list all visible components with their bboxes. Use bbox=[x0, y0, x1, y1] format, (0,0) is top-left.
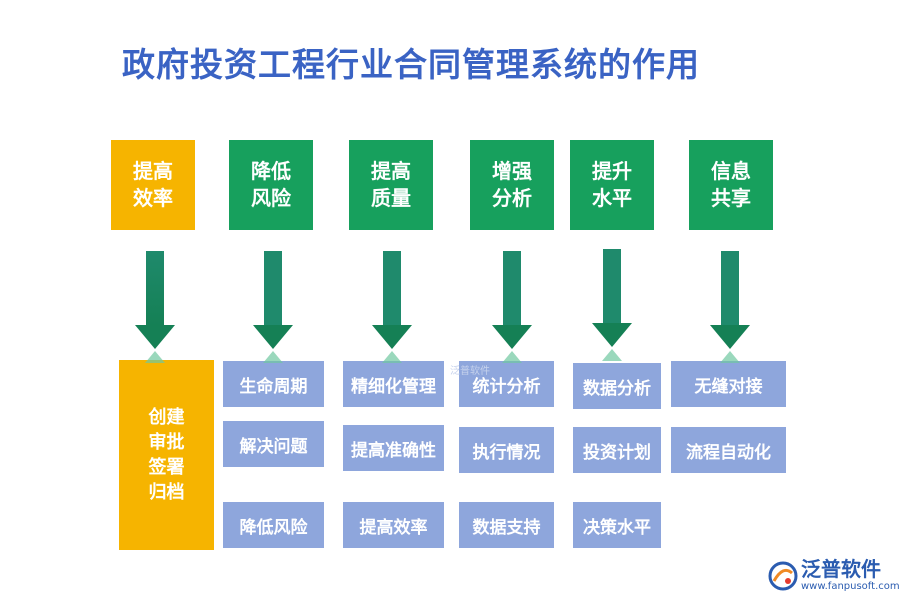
process-step: 创建 bbox=[148, 407, 185, 428]
logo-icon bbox=[768, 561, 798, 591]
diagram-title: 政府投资工程行业合同管理系统的作用 bbox=[122, 45, 700, 84]
process-step: 审批 bbox=[148, 432, 185, 453]
process-step: 归档 bbox=[148, 482, 185, 503]
down-arrow-icon bbox=[253, 251, 293, 363]
down-arrow-icon bbox=[592, 249, 632, 361]
item-box: 流程自动化 bbox=[671, 427, 786, 473]
item-box: 解决问题 bbox=[223, 421, 324, 467]
item-box: 提高效率 bbox=[343, 502, 444, 548]
category-analysis: 增强 分析 bbox=[470, 140, 554, 230]
item-box: 执行情况 bbox=[459, 427, 554, 473]
item-box: 决策水平 bbox=[573, 502, 661, 548]
logo-name: 泛普软件 bbox=[801, 557, 881, 581]
category-label-line1: 增强 bbox=[492, 159, 532, 183]
item-box: 数据分析 bbox=[573, 363, 661, 409]
down-arrow-icon bbox=[710, 251, 750, 363]
category-risk: 降低 风险 bbox=[229, 140, 313, 230]
category-label-line2: 质量 bbox=[371, 186, 411, 210]
process-panel: 创建 审批 签署 归档 bbox=[119, 360, 214, 550]
item-box: 数据支持 bbox=[459, 502, 554, 548]
category-label-line2: 效率 bbox=[133, 186, 173, 210]
down-arrow-icon bbox=[372, 251, 412, 363]
category-label-line2: 风险 bbox=[251, 186, 291, 210]
category-label-line2: 水平 bbox=[592, 186, 632, 210]
item-box: 精细化管理 bbox=[343, 361, 444, 407]
category-label-line2: 分析 bbox=[492, 186, 532, 210]
watermark: 泛普软件 bbox=[450, 366, 490, 377]
category-level: 提升 水平 bbox=[570, 140, 654, 230]
item-box: 降低风险 bbox=[223, 502, 324, 548]
category-sharing: 信息 共享 bbox=[689, 140, 773, 230]
process-step: 签署 bbox=[148, 457, 185, 478]
down-arrow-icon bbox=[135, 251, 175, 363]
category-label-line2: 共享 bbox=[711, 186, 751, 210]
category-label-line1: 信息 bbox=[711, 159, 751, 183]
category-efficiency: 提高 效率 bbox=[111, 140, 195, 230]
logo-url: www.fanpusoft.com bbox=[801, 581, 900, 592]
item-box: 生命周期 bbox=[223, 361, 324, 407]
item-box: 提高准确性 bbox=[343, 425, 444, 471]
category-label-line1: 提升 bbox=[592, 159, 632, 183]
down-arrow-icon bbox=[492, 251, 532, 363]
category-label-line1: 提高 bbox=[371, 159, 411, 183]
brand-logo: 泛普软件 www.fanpusoft.com bbox=[768, 555, 900, 597]
item-box: 投资计划 bbox=[573, 427, 661, 473]
item-box: 无缝对接 bbox=[671, 361, 786, 407]
category-label-line1: 提高 bbox=[133, 159, 173, 183]
item-box: 统计分析 bbox=[459, 361, 554, 407]
category-label-line1: 降低 bbox=[251, 159, 291, 183]
category-quality: 提高 质量 bbox=[349, 140, 433, 230]
